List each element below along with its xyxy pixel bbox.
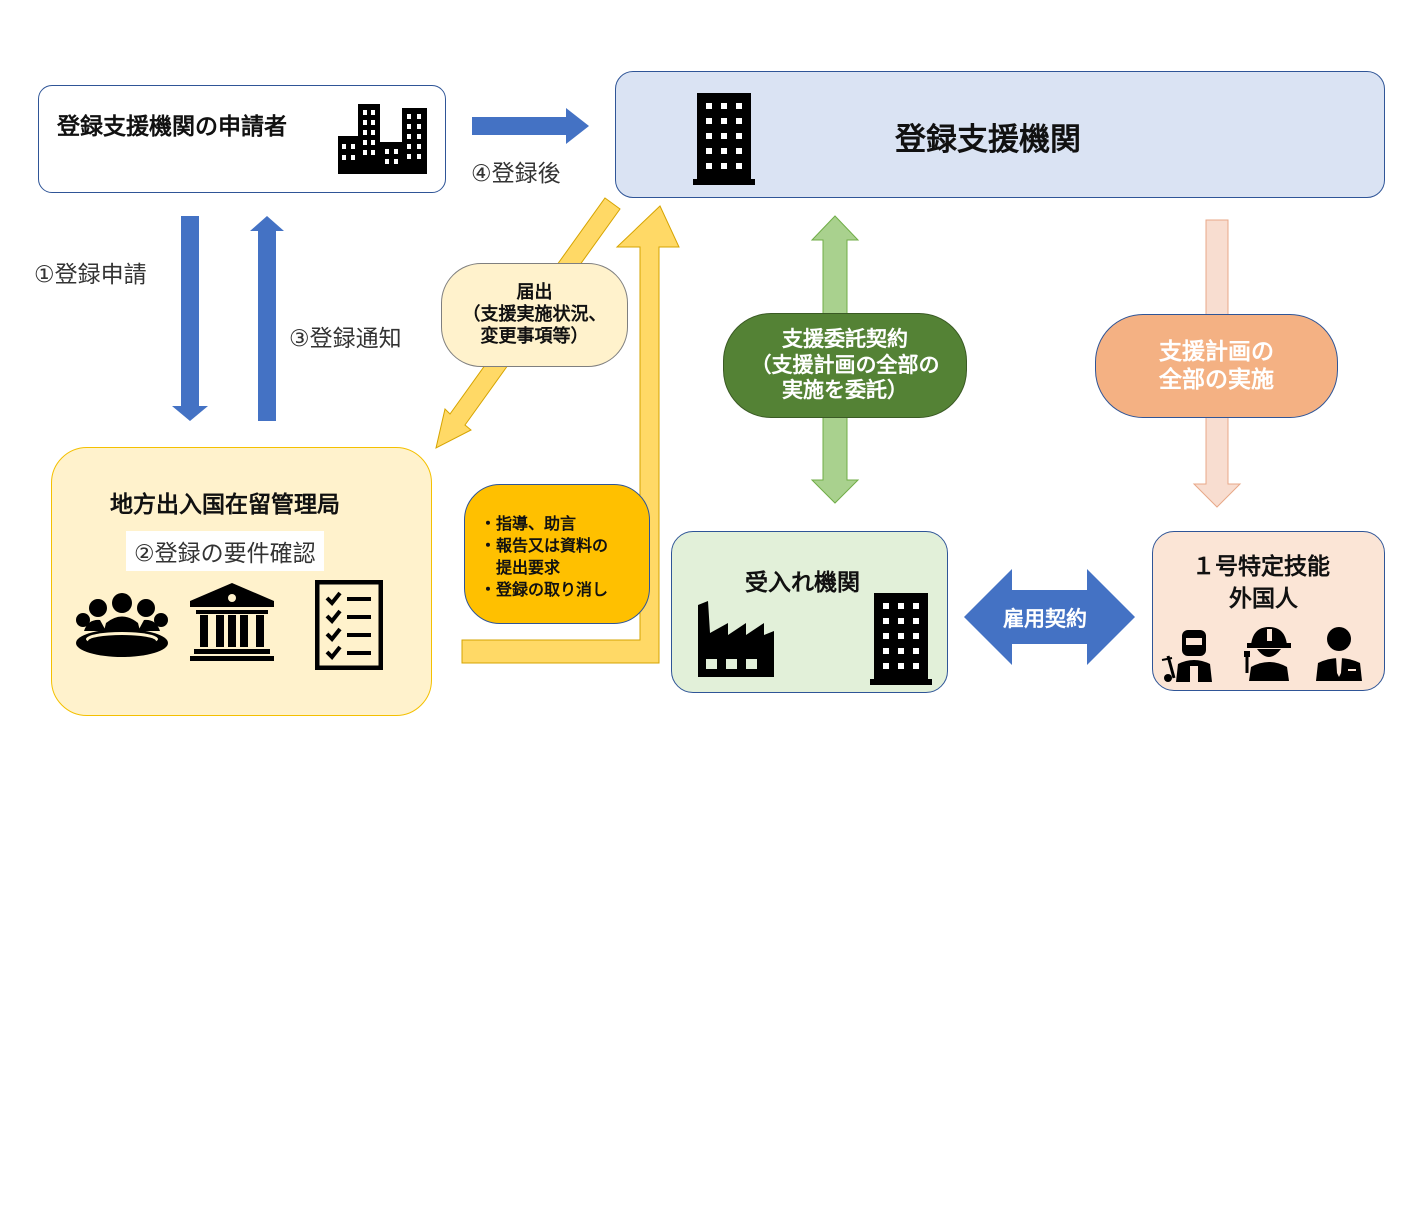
- step1-label: ①登録申請: [34, 255, 147, 289]
- welder-icon: [1160, 628, 1218, 682]
- receiving-org-title: 受入れ機関: [745, 563, 860, 597]
- notification-pill: 届出 （支援実施状況、 変更事項等）: [441, 263, 628, 367]
- plan-line: 全部の実施: [1159, 366, 1274, 394]
- contract-line: 実施を委託）: [782, 378, 908, 404]
- step2-label: ②登録の要件確認: [126, 531, 324, 571]
- arrow-registration-notice: [250, 216, 284, 421]
- notification-line: （支援実施状況、: [463, 304, 607, 326]
- plan-line: 支援計画の: [1159, 338, 1274, 366]
- employment-label: 雇用契約: [1003, 603, 1087, 633]
- office-buildings-icon: [338, 104, 428, 174]
- guidance-line: ・登録の取り消し: [480, 576, 608, 600]
- contract-line: 支援委託契約: [782, 327, 908, 353]
- guidance-line: 提出要求: [480, 554, 560, 578]
- applicant-title: 登録支援機関の申請者: [57, 107, 287, 141]
- construction-worker-icon: [1243, 625, 1293, 681]
- checklist-icon: [315, 580, 383, 670]
- arrow-to-registered-org: [472, 108, 589, 144]
- businessman-icon: [1314, 625, 1364, 681]
- step4-label: ④登録後: [471, 154, 561, 188]
- guidance-line: ・指導、助言: [480, 510, 576, 534]
- worker-line: １号特定技能: [1192, 547, 1330, 581]
- contract-line: （支援計画の全部の: [751, 353, 940, 379]
- support-plan-pill: 支援計画の 全部の実施: [1095, 314, 1338, 418]
- support-contract-pill: 支援委託契約 （支援計画の全部の 実施を委託）: [723, 313, 967, 418]
- step3-label: ③登録通知: [289, 319, 402, 353]
- government-building-icon: [190, 583, 274, 661]
- meeting-people-icon: [76, 593, 168, 657]
- notification-line: 変更事項等）: [481, 326, 589, 348]
- worker-line: 外国人: [1229, 579, 1298, 613]
- skyscraper-icon: [870, 593, 932, 685]
- notification-line: 届出: [517, 282, 553, 304]
- registered-org-title: 登録支援機関: [895, 114, 1081, 159]
- skyscraper-icon: [693, 93, 755, 185]
- factory-icon: [698, 601, 774, 677]
- arrow-registration-application: [172, 216, 208, 421]
- bureau-title: 地方出入国在留管理局: [110, 485, 340, 519]
- guidance-line: ・報告又は資料の: [480, 532, 608, 556]
